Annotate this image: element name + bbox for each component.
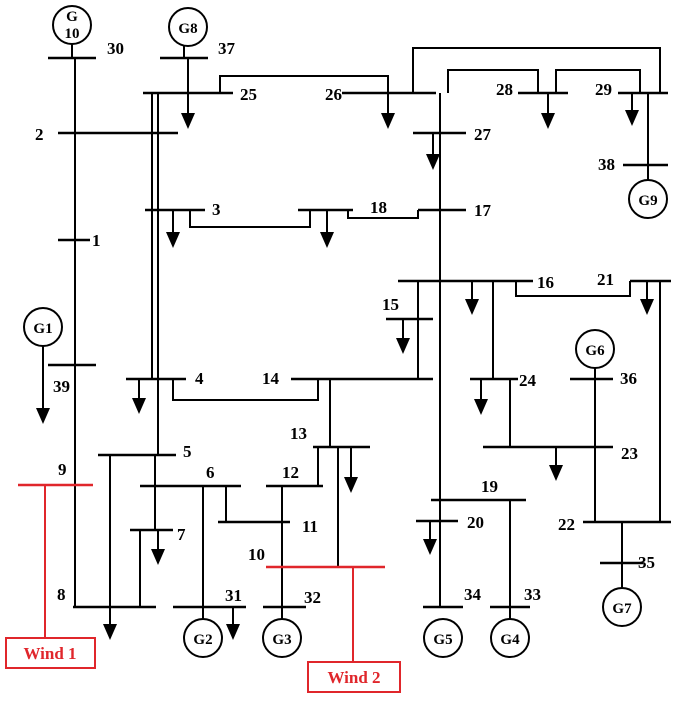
load-arrow-18: [320, 232, 334, 248]
bus-label-1: 1: [92, 231, 101, 250]
bus-label-32: 32: [304, 588, 321, 607]
bus-label-26: 26: [325, 85, 342, 104]
load-arrow-31: [226, 624, 240, 640]
load-arrow-27: [426, 154, 440, 170]
generator-g10: G 10: [52, 5, 92, 45]
bus-label-13: 13: [290, 424, 307, 443]
load-arrow-28: [541, 113, 555, 129]
bus-label-6: 6: [206, 463, 215, 482]
bus-label-25: 25: [240, 85, 257, 104]
bus-label-11: 11: [302, 517, 318, 536]
generator-g7-label: G7: [612, 601, 632, 617]
bus-label-35: 35: [638, 553, 655, 572]
bus-label-15: 15: [382, 295, 399, 314]
bus-label-4: 4: [195, 369, 204, 388]
bus-label-19: 19: [481, 477, 498, 496]
bus-label-14: 14: [262, 369, 280, 388]
bus-label-21: 21: [597, 270, 614, 289]
bus-label-5: 5: [183, 442, 192, 461]
load-arrow-29: [625, 110, 639, 126]
load-arrow-39: [36, 408, 50, 424]
load-arrow-25: [181, 113, 195, 129]
wind-farms: Wind 1 Wind 2: [5, 637, 401, 693]
generator-g4: G4: [490, 618, 530, 658]
generator-g3-label: G3: [272, 632, 291, 648]
bus-label-30: 30: [107, 39, 124, 58]
generator-g6-label: G6: [585, 343, 605, 359]
bus-label-24: 24: [519, 371, 537, 390]
generator-g6: G6: [575, 329, 615, 369]
generator-g3: G3: [262, 618, 302, 658]
bus-label-34: 34: [464, 585, 482, 604]
generator-g9: G9: [628, 179, 668, 219]
load-arrow-20: [423, 539, 437, 555]
bus-label-36: 36: [620, 369, 637, 388]
bus-label-2: 2: [35, 125, 44, 144]
generator-g10-label-2: 10: [65, 26, 80, 42]
load-arrow-23: [549, 465, 563, 481]
generator-g5-label: G5: [433, 632, 452, 648]
bus-label-22: 22: [558, 515, 575, 534]
bus-label-38: 38: [598, 155, 615, 174]
generator-g9-label: G9: [638, 193, 657, 209]
generator-g1: G1: [23, 307, 63, 347]
load-arrows: [36, 93, 654, 640]
wind-farm-2-label: Wind 2: [327, 668, 380, 687]
wind-connections: [18, 483, 385, 662]
bus-label-17: 17: [474, 201, 492, 220]
generator-g8: G8: [168, 7, 208, 47]
bus-bars: [48, 56, 671, 609]
generator-g2-label: G2: [193, 632, 212, 648]
load-arrow-8: [103, 624, 117, 640]
generator-g5: G5: [423, 618, 463, 658]
bus-label-18: 18: [370, 198, 387, 217]
generator-g8-label: G8: [178, 21, 197, 37]
transmission-lines: [42, 42, 661, 620]
bus-label-27: 27: [474, 125, 492, 144]
bus-label-16: 16: [537, 273, 554, 292]
load-arrow-12: [344, 477, 358, 493]
bus-label-39: 39: [53, 377, 70, 396]
generator-g2: G2: [183, 618, 223, 658]
bus-label-31: 31: [225, 586, 242, 605]
wind-farm-1-label: Wind 1: [23, 644, 76, 663]
generator-g10-label-1: G: [66, 9, 78, 25]
bus-label-20: 20: [467, 513, 484, 532]
bus-label-37: 37: [218, 39, 236, 58]
generator-g4-label: G4: [500, 632, 520, 648]
load-arrow-16: [465, 299, 479, 315]
bus-label-12: 12: [282, 463, 299, 482]
bus-label-23: 23: [621, 444, 638, 463]
load-arrow-7: [151, 549, 165, 565]
bus-label-33: 33: [524, 585, 541, 604]
generator-g7: G7: [602, 587, 642, 627]
bus-label-29: 29: [595, 80, 612, 99]
load-arrow-3: [166, 232, 180, 248]
generators: G 10 G8 G9 G1 G6 G7 G2 G3: [23, 5, 668, 658]
bus-label-10: 10: [248, 545, 265, 564]
load-arrow-4: [132, 398, 146, 414]
generator-g1-label: G1: [33, 321, 52, 337]
load-arrow-15: [396, 338, 410, 354]
bus-label-28: 28: [496, 80, 513, 99]
bus-label-3: 3: [212, 200, 221, 219]
bus-label-8: 8: [57, 585, 66, 604]
bus-label-7: 7: [177, 525, 186, 544]
load-arrow-21: [640, 299, 654, 315]
load-arrow-24: [474, 399, 488, 415]
wind-farm-2: Wind 2: [307, 661, 401, 693]
bus-label-9: 9: [58, 460, 67, 479]
wind-farm-1: Wind 1: [5, 637, 96, 669]
load-arrow-26: [381, 113, 395, 129]
bus-labels: 30 37 25 26 28 29 2 27 38 3 18 17 1 16 2…: [35, 39, 655, 607]
